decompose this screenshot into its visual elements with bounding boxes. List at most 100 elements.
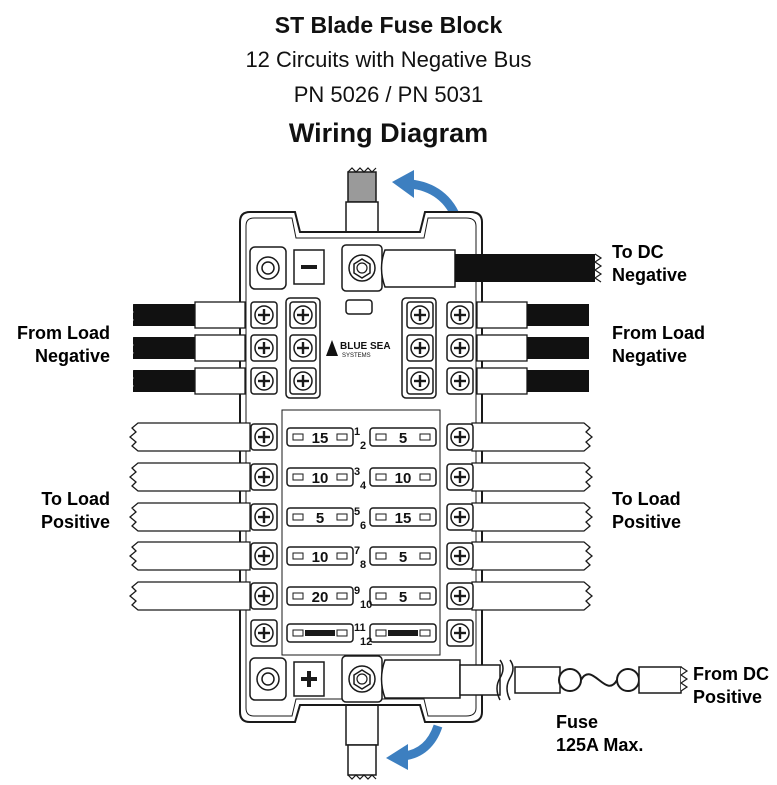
load-negative-left-wire-3 bbox=[133, 370, 195, 392]
fuse-5 bbox=[286, 507, 354, 527]
fuse-5-blade-right bbox=[336, 513, 348, 521]
positive-terminal-right-1-slot-v bbox=[458, 431, 462, 443]
to-dc-negative-wire bbox=[455, 254, 595, 282]
fuse-2-rating: 5 bbox=[399, 430, 407, 447]
fuse-8-rating: 5 bbox=[399, 549, 407, 566]
fuse-3-blade-left bbox=[292, 473, 304, 481]
to-dc-negative-line2: Negative bbox=[612, 265, 687, 285]
negative-bus-terminal-left-3-slot-v bbox=[301, 375, 305, 387]
circuit-number-7: 7 bbox=[354, 545, 360, 557]
fuse-6-blade-right bbox=[419, 513, 431, 521]
logo-line2: SYSTEMS bbox=[342, 353, 371, 359]
fuse-11-empty-slot bbox=[305, 630, 335, 636]
fuse-5-rating: 5 bbox=[316, 510, 324, 527]
load-positive-left-wire-3 bbox=[128, 502, 251, 532]
load-negative-right-ferrule-1 bbox=[476, 301, 528, 329]
fuse-12-blade-left bbox=[375, 629, 387, 637]
load-negative-right-wire-2 bbox=[527, 337, 589, 359]
upper-arrowhead bbox=[392, 170, 414, 198]
from-load-negative-right-line1: From Load bbox=[612, 323, 705, 343]
load-negative-left-ferrule-3 bbox=[194, 367, 246, 395]
circuit-number-3: 3 bbox=[354, 466, 360, 478]
load-positive-right-wire-2 bbox=[471, 462, 594, 492]
fuse-9-blade-left bbox=[292, 592, 304, 600]
positive-terminal-left-1-slot-v bbox=[262, 431, 266, 443]
load-negative-left-wire-2 bbox=[133, 337, 195, 359]
wire-cut-left-3 bbox=[127, 369, 134, 390]
load-positive-right-wire-3 bbox=[471, 502, 594, 532]
circuit-number-6: 6 bbox=[360, 520, 366, 532]
fuse-9-rating: 20 bbox=[312, 589, 329, 606]
fuse-3-rating: 10 bbox=[312, 470, 329, 487]
fuse-4-blade-right bbox=[419, 473, 431, 481]
circuit-number-2: 2 bbox=[360, 440, 366, 452]
from-dc-positive-line2: Positive bbox=[693, 687, 762, 707]
fuse-7-blade-left bbox=[292, 552, 304, 560]
negative-terminal-right-1-slot-v bbox=[458, 309, 462, 321]
negative-bus-terminal-right-3-slot-v bbox=[418, 375, 422, 387]
load-positive-right-wire-5 bbox=[471, 581, 594, 611]
negative-bus-terminal-right-1-slot-v bbox=[418, 309, 422, 321]
fuse-3 bbox=[286, 467, 354, 487]
fuse-1-rating: 15 bbox=[312, 430, 329, 447]
fuse-7 bbox=[286, 546, 354, 566]
load-positive-left-wire-1 bbox=[128, 422, 251, 452]
positive-terminal-left-3-slot-v bbox=[262, 511, 266, 523]
positive-terminal-left-5-slot-v bbox=[262, 590, 266, 602]
fuse-9 bbox=[286, 586, 354, 606]
load-negative-right-wire-1 bbox=[527, 304, 589, 326]
fuse-8 bbox=[369, 546, 437, 566]
positive-terminal-right-2-slot-v bbox=[458, 471, 462, 483]
fuse-6 bbox=[369, 507, 437, 527]
negative-bus-top bbox=[249, 244, 456, 292]
to-dc-negative-line1: To DC bbox=[612, 242, 664, 262]
bus-slot bbox=[345, 299, 373, 315]
fuse-11-blade-left bbox=[292, 629, 304, 637]
load-negative-right-ferrule-2 bbox=[476, 334, 528, 362]
load-positive-left-wire-5 bbox=[128, 581, 251, 611]
circuit-number-10: 10 bbox=[360, 599, 372, 611]
fuse-4-blade-left bbox=[375, 473, 387, 481]
load-positive-left-wire-4 bbox=[128, 541, 251, 571]
fuse-8-blade-left bbox=[375, 552, 387, 560]
circuit-number-11: 11 bbox=[354, 622, 366, 634]
fuse-6-rating: 15 bbox=[395, 510, 412, 527]
fuse-label-line2: 125A Max. bbox=[556, 735, 643, 755]
circuit-number-12: 12 bbox=[360, 636, 372, 648]
to-load-positive-left-line1: To Load bbox=[41, 489, 110, 509]
positive-terminal-right-6-slot-v bbox=[458, 627, 462, 639]
load-positive-right-wire-4 bbox=[471, 541, 594, 571]
negative-terminal-right-3-slot-v bbox=[458, 375, 462, 387]
fuse-7-rating: 10 bbox=[312, 549, 329, 566]
fuse-7-blade-right bbox=[336, 552, 348, 560]
fuse-11-blade-right bbox=[336, 629, 348, 637]
fuse-1-blade-right bbox=[336, 433, 348, 441]
fuse-10-blade-left bbox=[375, 592, 387, 600]
logo-line1: BLUE SEA bbox=[340, 341, 391, 352]
load-negative-left-ferrule-2 bbox=[194, 334, 246, 362]
positive-terminal-left-4-slot-v bbox=[262, 550, 266, 562]
fuse-10-blade-right bbox=[419, 592, 431, 600]
top-negative-cable bbox=[345, 167, 379, 243]
to-load-positive-left-line2: Positive bbox=[41, 512, 110, 532]
from-load-negative-left-line2: Negative bbox=[35, 346, 110, 366]
from-dc-positive-wire bbox=[459, 659, 689, 701]
negative-bus-terminal-left-2-slot-v bbox=[301, 342, 305, 354]
positive-terminal-right-5-slot-v bbox=[458, 590, 462, 602]
load-negative-right-ferrule-3 bbox=[476, 367, 528, 395]
load-negative-left-wire-1 bbox=[133, 304, 195, 326]
positive-terminal-right-3-slot-v bbox=[458, 511, 462, 523]
negative-terminal-left-2-slot-v bbox=[262, 342, 266, 354]
to-load-positive-right-line1: To Load bbox=[612, 489, 681, 509]
positive-terminal-left-2-slot-v bbox=[262, 471, 266, 483]
negative-terminal-left-3-slot-v bbox=[262, 375, 266, 387]
inline-fuse-right-ring bbox=[616, 668, 640, 692]
fuse-5-blade-left bbox=[292, 513, 304, 521]
fuse-12-blade-right bbox=[419, 629, 431, 637]
wire-cut-left-1 bbox=[127, 303, 134, 324]
negative-terminal-right-2-slot-v bbox=[458, 342, 462, 354]
fuse-2-blade-left bbox=[375, 433, 387, 441]
negative-terminal-left-1-slot-v bbox=[262, 309, 266, 321]
wire-cut-left-2 bbox=[127, 336, 134, 357]
lower-direction-arrow bbox=[403, 724, 443, 761]
